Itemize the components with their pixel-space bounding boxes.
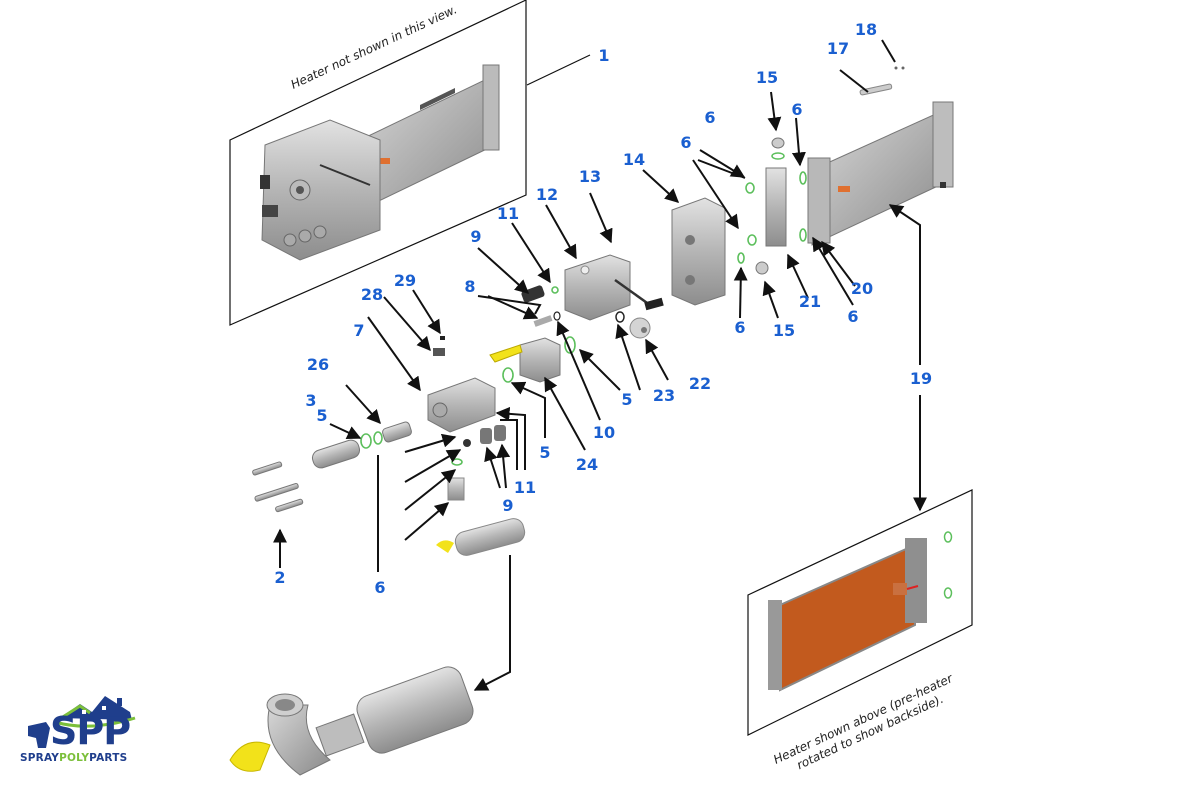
part-label-5: 5 [621,390,633,409]
part-label-12: 12 [535,185,559,204]
part-label-19: 19 [909,369,933,388]
part-label-1: 1 [598,46,610,65]
valve-24 [489,337,561,383]
block-7 [427,336,496,433]
part-label-18: 18 [854,20,878,39]
swivel-small [436,518,526,556]
spray-gun-icon [28,722,50,748]
swivel-valve-large [229,666,474,776]
part-label-20: 20 [850,279,874,298]
part-label-17: 17 [826,39,850,58]
house-icon [28,696,136,748]
part-label-6: 6 [734,318,746,337]
logo-word-parts: PARTS [89,752,128,764]
part-label-26: 26 [306,355,330,374]
part-label-11: 11 [496,204,520,223]
assembly-panel [229,0,591,326]
part-label-23: 23 [652,386,676,405]
part-label-15: 15 [755,68,779,87]
part-label-3: 3 [305,391,317,410]
block-21 [755,137,787,275]
part-label-5: 5 [539,443,551,462]
leader-lines [273,39,927,691]
part-label-7: 7 [353,321,365,340]
logo-word-spray: SPRAY [20,752,60,764]
logo-wordmark: SPRAYPOLYPARTS [20,752,127,764]
part-label-10: 10 [592,423,616,442]
heater-assembly [807,101,954,246]
part-label-9: 9 [470,227,482,246]
part-label-5: 5 [316,406,328,425]
part-label-6: 6 [791,100,803,119]
part-label-13: 13 [578,167,602,186]
logo-initials: SPP [50,709,131,753]
screws [252,461,304,513]
block-14 [671,197,726,306]
part-label-11: 11 [513,478,537,497]
part-label-2: 2 [274,568,286,587]
part-label-29: 29 [393,271,417,290]
part-label-8: 8 [464,277,476,296]
part-label-6: 6 [680,133,692,152]
part-label-22: 22 [688,374,712,393]
part-label-6: 6 [847,307,859,326]
logo-word-poly: POLY [59,752,90,764]
part-label-28: 28 [360,285,384,304]
heater-backside-panel [747,489,973,736]
spray-poly-parts-logo: SPP SPRAYPOLYPARTS [20,690,150,780]
part-label-6: 6 [704,108,716,127]
part-label-15: 15 [772,321,796,340]
part-label-6: 6 [374,578,386,597]
part-label-21: 21 [798,292,822,311]
block-13 [564,254,664,321]
part-label-24: 24 [575,455,599,474]
part-label-14: 14 [622,150,646,169]
part-label-9: 9 [502,496,514,515]
